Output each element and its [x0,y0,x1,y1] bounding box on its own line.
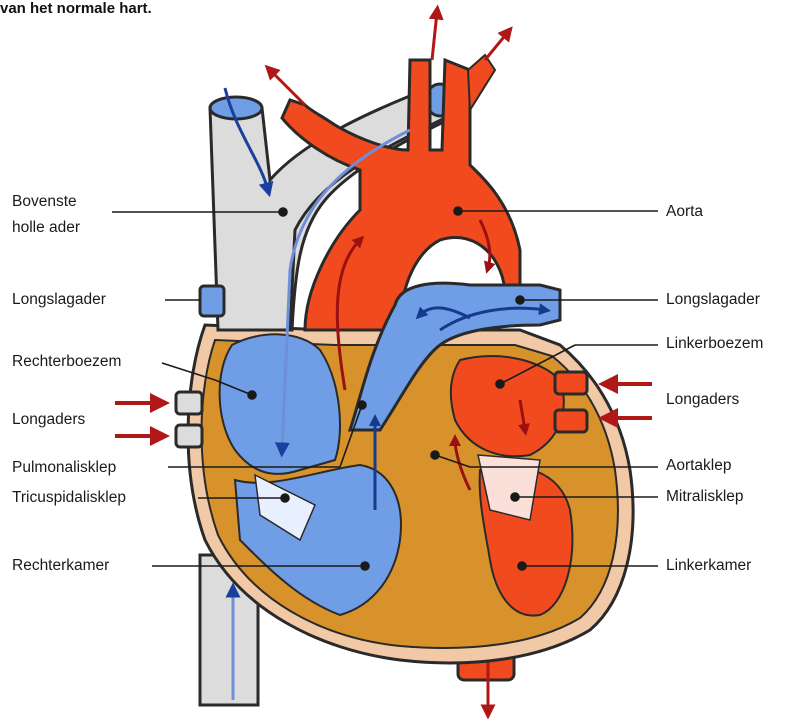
label-rechterboezem: Rechterboezem [12,352,121,372]
label-bovenste-line1: Bovenste [12,192,77,212]
aorta-out-arrow-1 [270,70,305,105]
label-mitralisklep: Mitralisklep [666,487,744,507]
label-pulmonalisklep: Pulmonalisklep [12,458,116,478]
aorta-out-arrow-2 [432,12,437,60]
left-pulmonary-stub [200,286,224,316]
label-longslagader-right: Longslagader [666,290,760,310]
svc-opening [210,97,262,119]
right-atrium [220,334,340,474]
label-longslagader-left: Longslagader [12,290,106,310]
aorta-branch-3 [468,55,495,110]
label-longaders-left: Longaders [12,410,85,430]
label-rechterkamer: Rechterkamer [12,556,109,576]
label-aortaklep: Aortaklep [666,456,731,476]
label-tricuspidalisklep: Tricuspidalisklep [12,488,126,508]
label-aorta: Aorta [666,202,703,222]
aorta-out-arrow-3 [485,32,508,60]
label-linkerboezem: Linkerboezem [666,334,763,354]
label-linkerkamer: Linkerkamer [666,556,751,576]
label-longaders-right: Longaders [666,390,739,410]
label-bovenste-line2: holle ader [12,218,80,238]
